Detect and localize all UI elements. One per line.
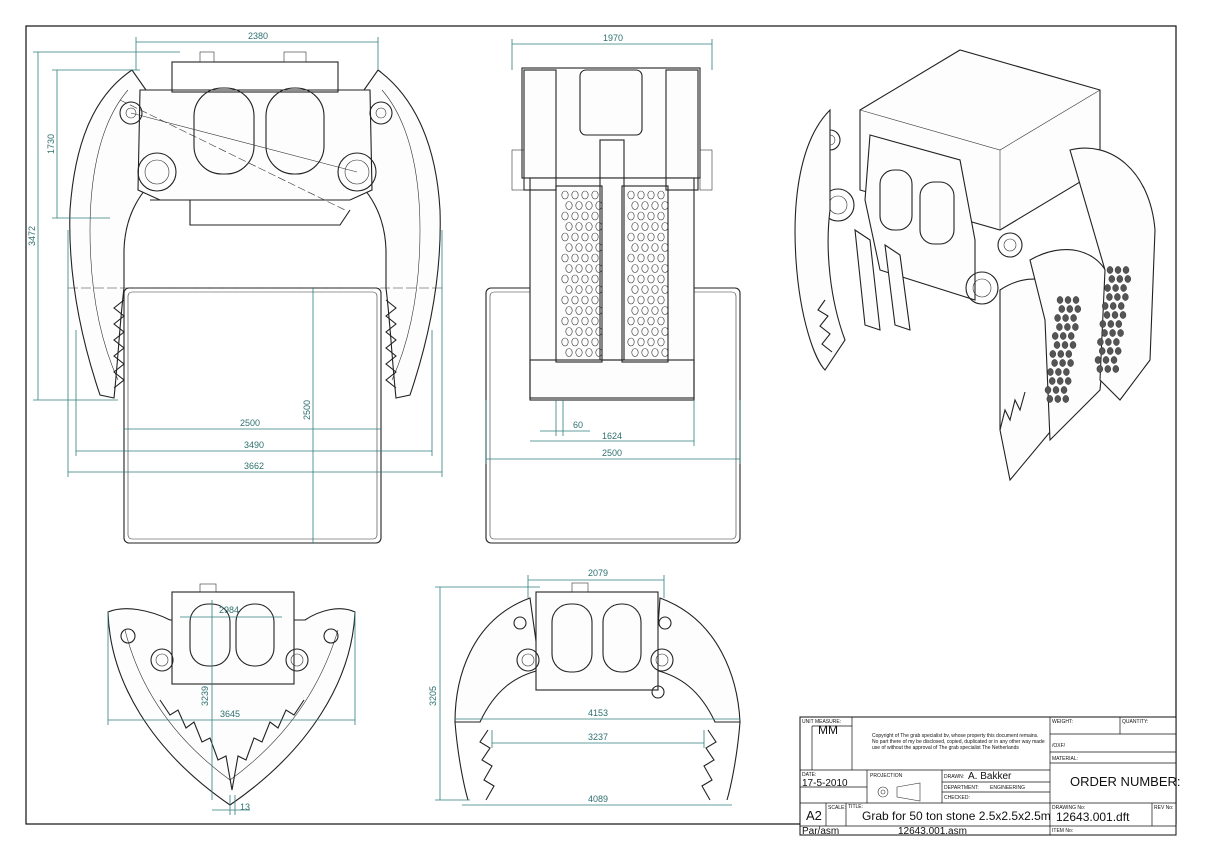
weight-label: WEIGHT: xyxy=(1052,719,1073,725)
unit-label: UNIT MEASURE: xyxy=(802,719,841,725)
date-value: 17-5-2010 xyxy=(802,778,848,789)
department-label: DEPARTMENT: xyxy=(944,785,979,791)
side-view: 1970 60 1624 2500 xyxy=(485,33,741,544)
isometric-view xyxy=(794,49,1156,482)
dim-side-inner: 1624 xyxy=(602,431,622,441)
projection-label: PROJECTION xyxy=(870,773,903,779)
drawing-no-value: 12643.001.dft xyxy=(1056,810,1130,824)
title-block: UNIT MEASURE: MM Copyright of The grab s… xyxy=(799,716,1181,837)
dim-front-open-outer: 3662 xyxy=(244,461,264,471)
dim-side-width: 1970 xyxy=(603,33,623,43)
front-bucket-outline xyxy=(123,287,382,544)
drawn-value: A. Bakker xyxy=(968,771,1012,782)
dim-br-open-inner: 3237 xyxy=(588,732,608,742)
dim-front-bucket-width: 2500 xyxy=(240,418,260,428)
dim-front-height-total: 3472 xyxy=(27,226,37,246)
copyright-line-2: No part there of my be disclosed, copied… xyxy=(872,739,1045,745)
open-view-right: 2079 3205 4153 3237 4089 xyxy=(428,568,741,806)
material-label: MATERIAL: xyxy=(1052,756,1078,762)
drawn-label: DRAWN: xyxy=(944,774,964,780)
sheet-size: A2 xyxy=(806,808,822,823)
rev-label: REV No: xyxy=(1154,805,1173,811)
parasm-label: Par/asm xyxy=(802,826,839,837)
dim-side-offset: 60 xyxy=(573,420,583,430)
oxf-label: /OXF/ xyxy=(1052,743,1066,749)
copyright-line-1: Copyright of The grab specialist bv, who… xyxy=(872,733,1039,739)
isometric-perforation xyxy=(1044,266,1132,403)
dim-br-top: 2079 xyxy=(588,568,608,578)
drawing-frame xyxy=(25,25,1177,825)
dim-front-width: 2380 xyxy=(248,31,268,41)
dim-bl-open: 3645 xyxy=(220,709,240,719)
item-no-label: ITEM No: xyxy=(1052,828,1073,834)
drawing-title: Grab for 50 ton stone 2.5x2.5x2.5m xyxy=(862,809,1051,823)
checked-label: CHECKED: xyxy=(944,795,970,801)
department-value: ENGINEERING xyxy=(990,785,1025,791)
quantity-label: QUANTITY: xyxy=(1122,719,1148,725)
asm-value: 12643.001.asm xyxy=(898,826,967,837)
open-view-left: 2984 3239 3645 13 xyxy=(107,583,356,815)
dim-br-height: 3205 xyxy=(428,686,438,706)
drawing-no-label: DRAWING No: xyxy=(1052,805,1085,811)
dim-bl-width: 2984 xyxy=(219,605,239,615)
order-number-label: ORDER NUMBER: xyxy=(1070,774,1181,789)
perforated-plates xyxy=(561,190,669,357)
dim-front-height-upper: 1730 xyxy=(46,134,56,154)
dim-br-bottom: 4089 xyxy=(588,794,608,804)
dim-br-open-outer: 4153 xyxy=(588,708,608,718)
dim-bl-height: 3239 xyxy=(200,686,210,706)
scale-label: SCALE: xyxy=(828,805,846,811)
unit-value: MM xyxy=(818,723,838,737)
copyright-line-3: use of without the approval of The grab … xyxy=(872,745,1019,751)
date-label: DATE: xyxy=(802,772,816,778)
dim-side-bucket-width: 2500 xyxy=(602,448,622,458)
title-label: TITLE: xyxy=(848,804,863,810)
dim-bl-tip: 13 xyxy=(240,802,250,812)
dim-front-open-inner: 3490 xyxy=(244,440,264,450)
dim-front-bucket-height: 2500 xyxy=(302,400,312,420)
front-view: 2380 1730 3472 2500 2500 3490 3662 xyxy=(27,31,445,544)
